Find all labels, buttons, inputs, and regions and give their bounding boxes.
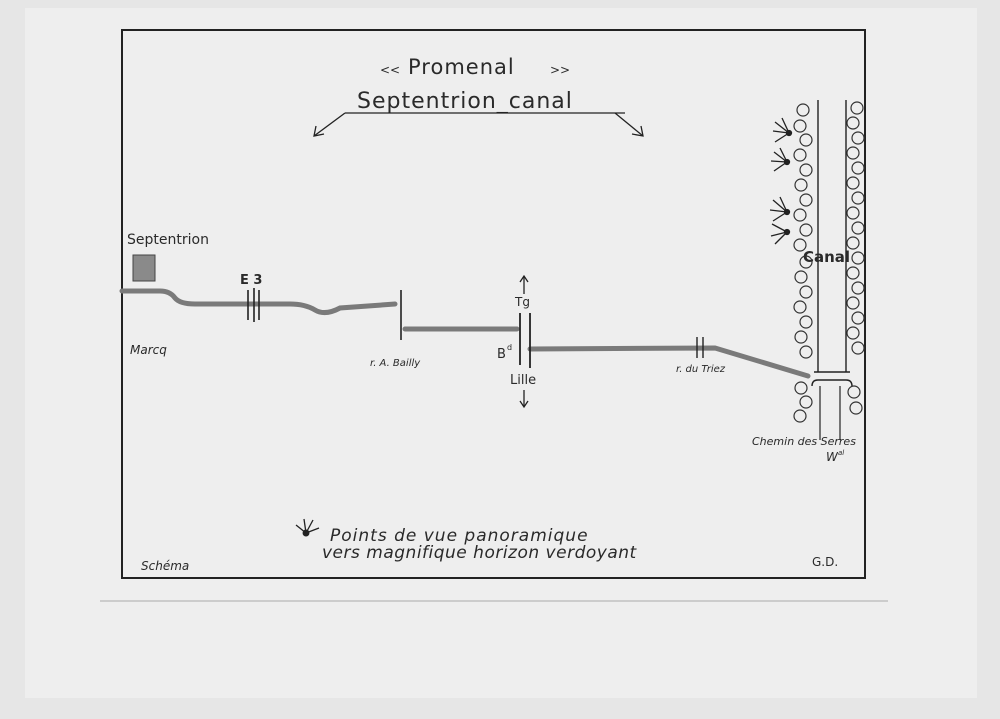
label-bd: B — [497, 347, 506, 362]
label-septentrion: Septentrion — [127, 232, 209, 248]
label-tg: Tg — [514, 295, 530, 309]
map-frame — [121, 29, 866, 579]
legend-line1: Points de vue panoramique — [330, 526, 589, 546]
label-marcq: Marcq — [130, 343, 167, 357]
title-arrow-right-shaft — [614, 112, 644, 137]
viewpoint-icon — [769, 196, 791, 222]
title-arrow-left-shaft — [313, 112, 346, 137]
label-bailly: r. A. Bailly — [370, 358, 421, 369]
title-arrow-left-head — [313, 125, 325, 137]
viewpoint-icon — [770, 147, 791, 172]
viewpoint-icon — [770, 223, 791, 245]
label-e3: E 3 — [240, 273, 262, 288]
label-chemin-des-serres: Chemin des Serres — [752, 435, 856, 448]
title-line1: Promenal — [408, 55, 515, 79]
label-canal: Canal — [803, 248, 850, 266]
title-line2: Septentrion_canal — [357, 89, 573, 114]
title-open-mark: << — [380, 63, 400, 77]
label-wal-sup: al — [838, 449, 844, 457]
title-close-mark: >> — [550, 63, 570, 77]
footer-schema: Schéma — [141, 559, 189, 573]
tree-row-left — [793, 103, 813, 423]
lille-arrow-down-head — [519, 400, 529, 409]
label-bd-sup: d — [507, 343, 512, 352]
legend-viewpoint-icon — [295, 518, 320, 537]
legend-line2: vers magnifique horizon verdoyant — [322, 543, 638, 563]
tree-row-right — [846, 101, 865, 415]
label-wal: W — [826, 450, 839, 464]
label-triez: r. du Triez — [676, 364, 726, 375]
septentrion-building — [132, 254, 156, 282]
lille-arrow-up-head — [519, 274, 529, 283]
footer-initials: G.D. — [812, 555, 838, 569]
label-lille: Lille — [510, 373, 536, 388]
title-arrow-right-head — [631, 125, 644, 137]
viewpoint-icon — [772, 117, 793, 143]
canal-lock-bracket — [811, 379, 853, 387]
promenade-route — [119, 288, 811, 379]
